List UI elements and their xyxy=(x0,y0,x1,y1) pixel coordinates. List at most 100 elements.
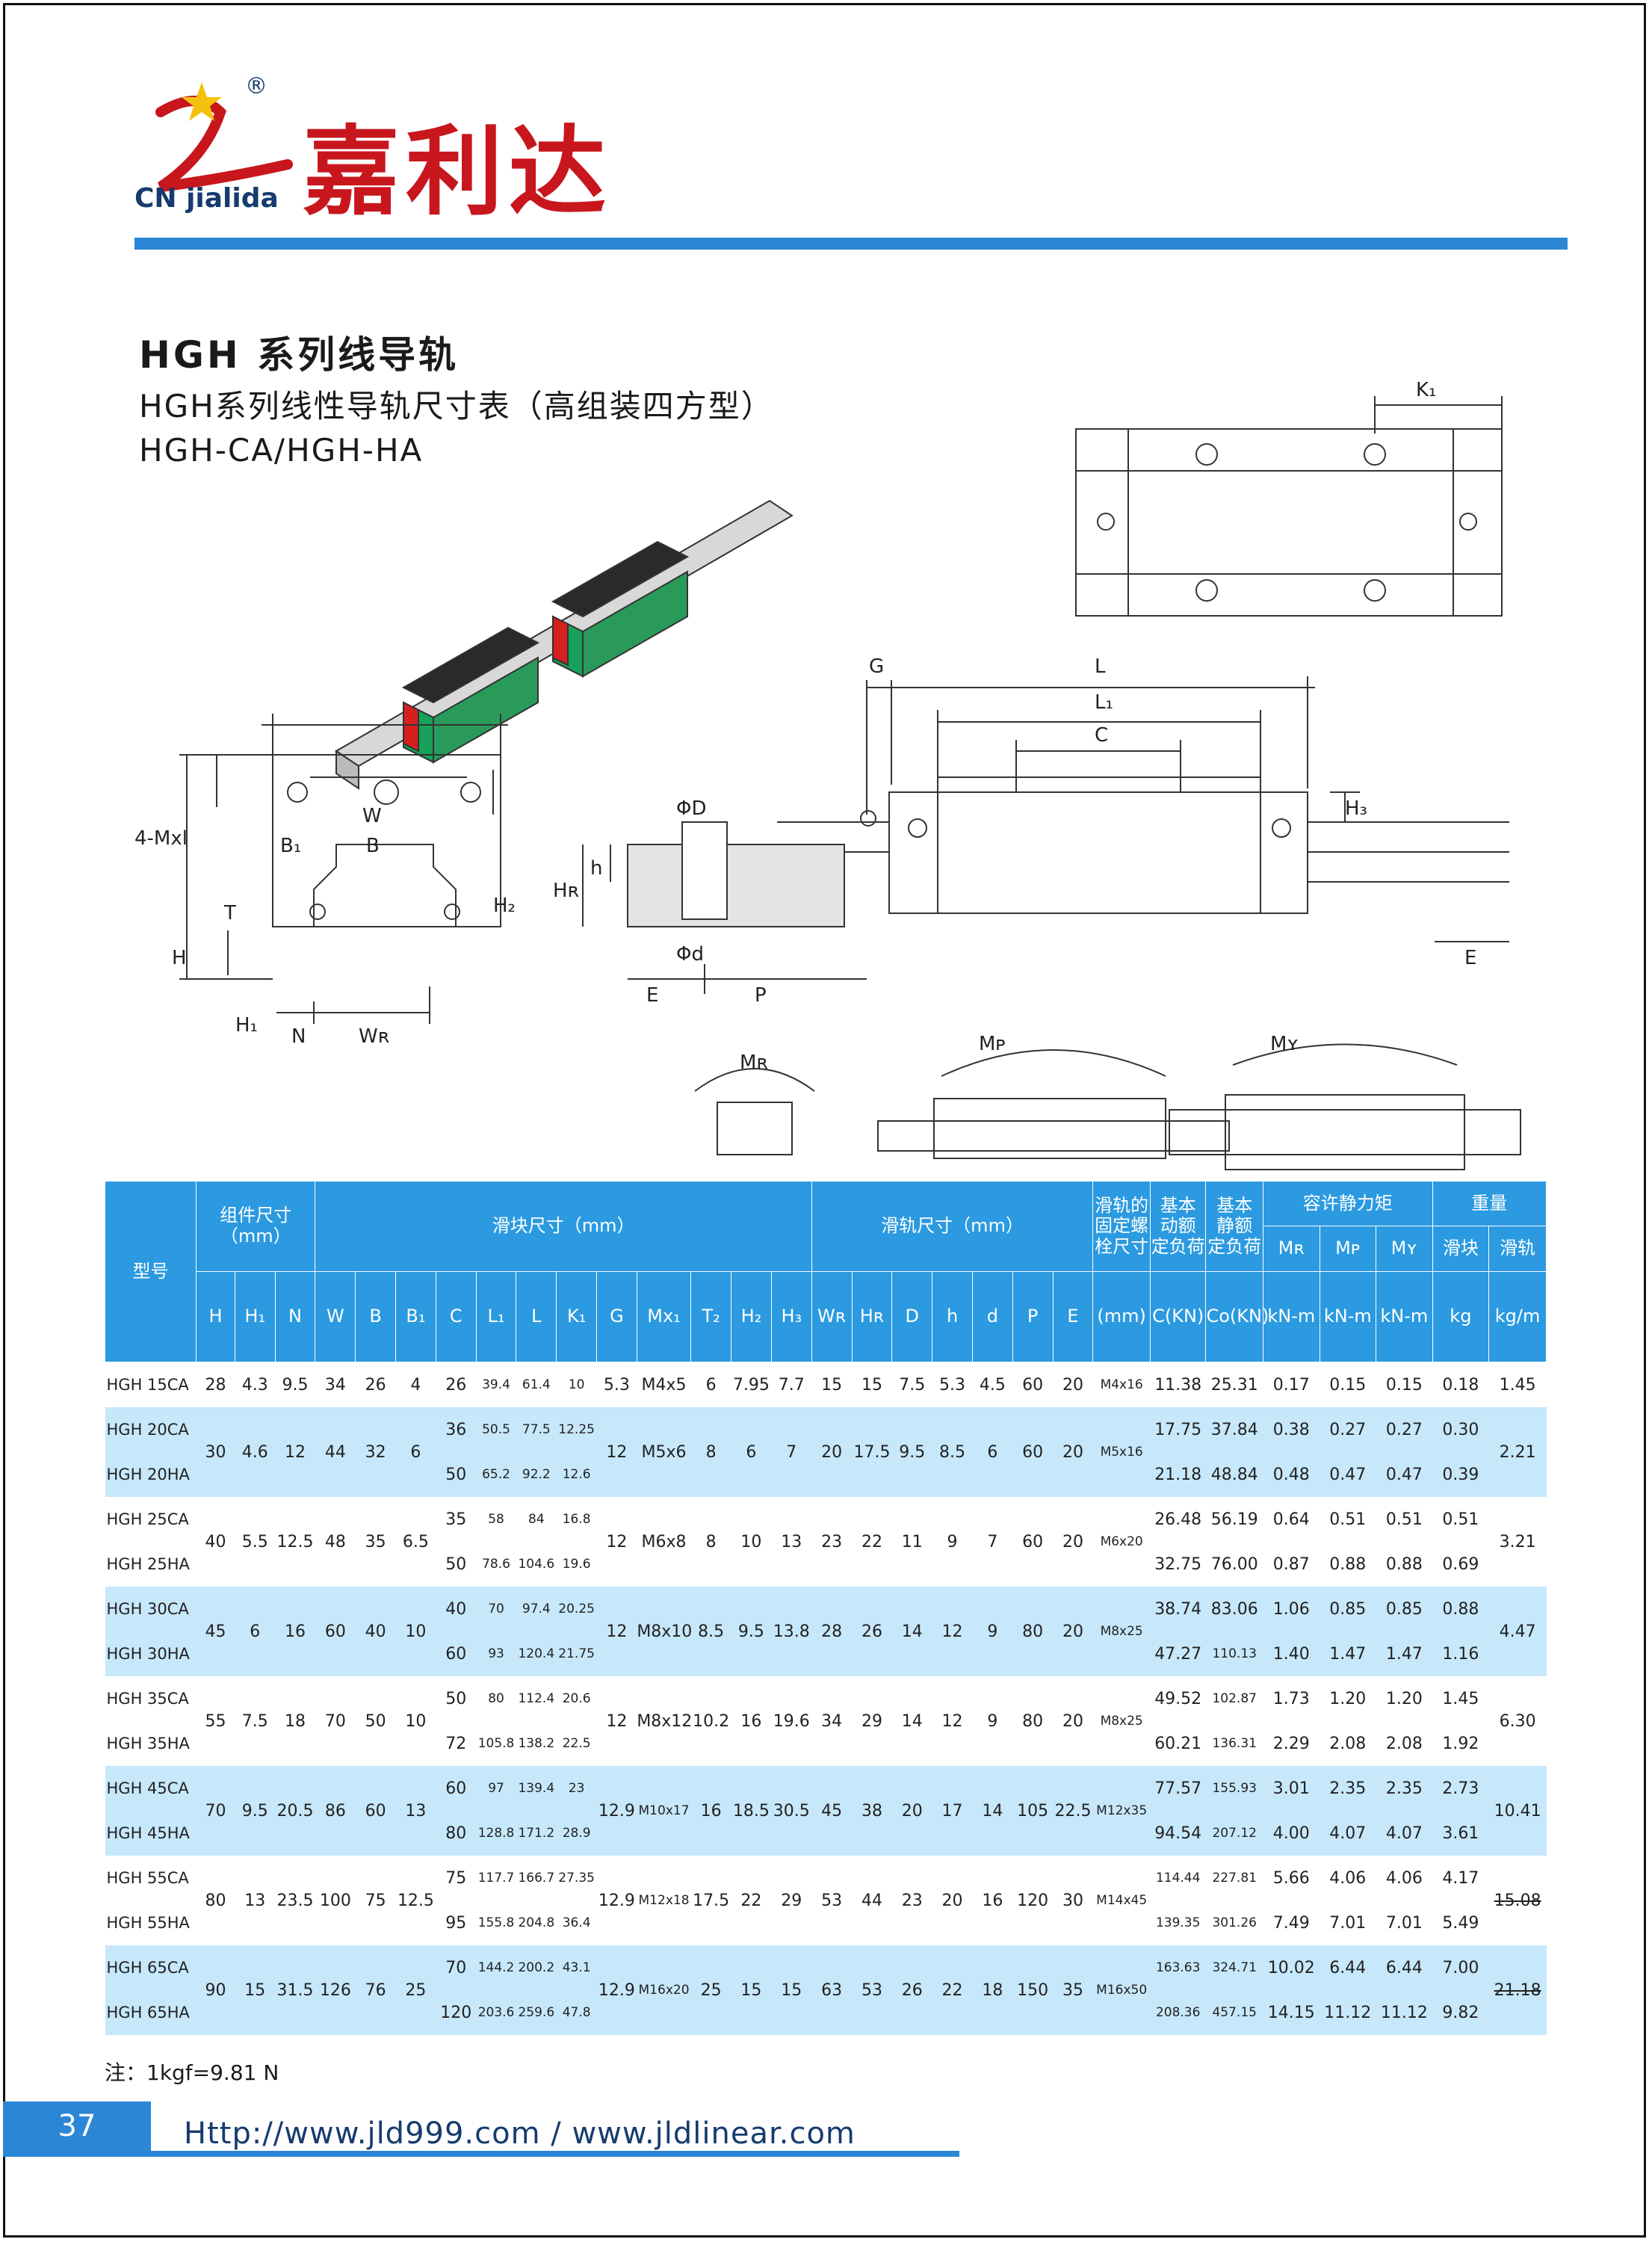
header-bar xyxy=(134,238,1568,250)
cell-mxl: M16x20 xyxy=(637,1945,691,2035)
cell-wr: 53 xyxy=(821,1891,843,1910)
cell-my: 2.08 xyxy=(1385,1734,1423,1753)
cell-e: 30 xyxy=(1062,1891,1083,1910)
subheader-knm1: kN-m xyxy=(1263,1271,1320,1362)
cell-my: 0.88 xyxy=(1385,1554,1423,1574)
cell-l1: 65.2 xyxy=(476,1452,516,1497)
subheader-mr: Mʀ xyxy=(1263,1226,1320,1272)
cell-mp: 0.88 xyxy=(1329,1554,1367,1574)
cell-bolt: M4x16 xyxy=(1100,1377,1143,1392)
cell-mr: 4.00 xyxy=(1263,1811,1320,1856)
cell-wr: 15 xyxy=(821,1375,843,1395)
cell-static-load: 25.31 xyxy=(1210,1375,1258,1395)
cell-h2: 16 xyxy=(740,1711,762,1731)
cell-k1: 21.75 xyxy=(556,1631,597,1676)
subheader-l1: L₁ xyxy=(475,1271,517,1362)
cell-d: 16 xyxy=(982,1891,1003,1910)
registered-mark: ® xyxy=(245,73,267,99)
cell-my: 4.07 xyxy=(1376,1811,1433,1856)
cell-b: 32 xyxy=(355,1407,396,1497)
cell-n: 18 xyxy=(285,1711,306,1731)
cell-dynamic-load: 49.52 xyxy=(1154,1689,1202,1708)
cell-model: HGH 65HA xyxy=(105,1990,197,2035)
cell-b: 75 xyxy=(365,1891,386,1910)
cell-n: 12 xyxy=(275,1407,315,1497)
cell-c: 50 xyxy=(445,1554,467,1574)
cell-d: 9.5 xyxy=(891,1407,932,1497)
cell-c: 40 xyxy=(436,1587,477,1631)
cell-h1: 4.3 xyxy=(241,1375,268,1395)
cell-l1: 93 xyxy=(476,1631,516,1676)
cell-static-load: 83.06 xyxy=(1205,1587,1263,1631)
label-g: G xyxy=(869,655,884,678)
cell-model: HGH 35HA xyxy=(106,1735,190,1752)
cell-t2: 6 xyxy=(705,1375,717,1395)
cell-wr: 28 xyxy=(811,1587,853,1676)
cell-hr: 15 xyxy=(861,1375,882,1395)
cell-k1: 47.8 xyxy=(556,1990,597,2035)
cell-kg: 1.16 xyxy=(1432,1631,1489,1676)
cell-h2: 22 xyxy=(740,1891,762,1910)
cell-mxl: M4x5 xyxy=(641,1375,687,1395)
cell-hr: 44 xyxy=(861,1891,882,1910)
label-phi-d-small: Φd xyxy=(676,943,704,966)
cell-b1: 13 xyxy=(395,1766,436,1856)
cell-k1: 36.4 xyxy=(562,1915,591,1930)
cell-static-load: 136.31 xyxy=(1212,1736,1257,1751)
cell-mp: 7.01 xyxy=(1329,1913,1367,1933)
cell-h: 70 xyxy=(196,1766,235,1856)
cell-h1: 4.6 xyxy=(235,1407,276,1497)
cell-p: 120 xyxy=(1017,1891,1049,1910)
cell-h3: 29 xyxy=(781,1891,802,1910)
cell-mxl: M12x18 xyxy=(638,1893,690,1908)
label-t: T xyxy=(223,902,236,924)
footnote: 注：1kgf=9.81 N xyxy=(105,2060,279,2085)
cell-static-load: 76.00 xyxy=(1210,1554,1258,1574)
cell-h2: 10 xyxy=(740,1532,762,1551)
cell-l: 92.2 xyxy=(516,1452,557,1497)
cell-h1: 13 xyxy=(244,1891,266,1910)
page-number: 37 xyxy=(3,2102,151,2151)
spec-table: 型号组件尺寸 （mm）滑块尺寸（mm）滑轨尺寸（mm）滑轨的 固定螺 栓尺寸基本… xyxy=(104,1181,1547,2035)
cell-h3: 19.6 xyxy=(773,1711,810,1731)
cell-hr: 38 xyxy=(852,1766,892,1856)
cell-g: 12.9 xyxy=(598,1891,635,1910)
cell-mr: 0.87 xyxy=(1272,1554,1310,1574)
cell-kg: 1.45 xyxy=(1442,1689,1479,1708)
cell-model: HGH 35CA xyxy=(106,1690,189,1708)
website-link[interactable]: Http://www.jld999.com / www.jldlinear.co… xyxy=(184,2116,856,2151)
cell-dynamic-load: 139.35 xyxy=(1155,1915,1201,1930)
subheader-mxl: Mx₁ xyxy=(636,1271,692,1362)
cell-dynamic-load: 60.21 xyxy=(1154,1734,1202,1753)
cell-static-load: 102.87 xyxy=(1212,1691,1257,1706)
cell-mp: 1.20 xyxy=(1329,1689,1367,1708)
label-mxl: 4-Mxl xyxy=(134,827,188,850)
cell-l: 166.7 xyxy=(518,1871,555,1886)
cell-bolt: M5x16 xyxy=(1092,1407,1151,1497)
cell-mr: 14.15 xyxy=(1263,1990,1320,2035)
cell-kg: 0.18 xyxy=(1442,1375,1479,1395)
cell-static-load: 155.93 xyxy=(1205,1766,1263,1811)
cell-kg: 0.51 xyxy=(1442,1510,1479,1529)
cell-h: 8.5 xyxy=(932,1407,973,1497)
cell-k1: 23 xyxy=(556,1766,597,1811)
cell-k1: 22.5 xyxy=(562,1736,591,1751)
cell-c: 120 xyxy=(436,1990,477,2035)
cell-h: 5.3 xyxy=(939,1375,966,1395)
cell-mr: 2.29 xyxy=(1272,1734,1310,1753)
cell-c: 50 xyxy=(445,1689,467,1708)
cell-kg: 0.88 xyxy=(1432,1587,1489,1631)
cell-b1: 25 xyxy=(395,1945,436,2035)
header-model: 型号 xyxy=(104,1181,197,1362)
cell-b: 50 xyxy=(365,1711,386,1731)
cell-l: 120.4 xyxy=(516,1631,557,1676)
cell-rail-weight: 21.18 xyxy=(1488,1945,1547,2035)
cell-wr: 63 xyxy=(811,1945,853,2035)
